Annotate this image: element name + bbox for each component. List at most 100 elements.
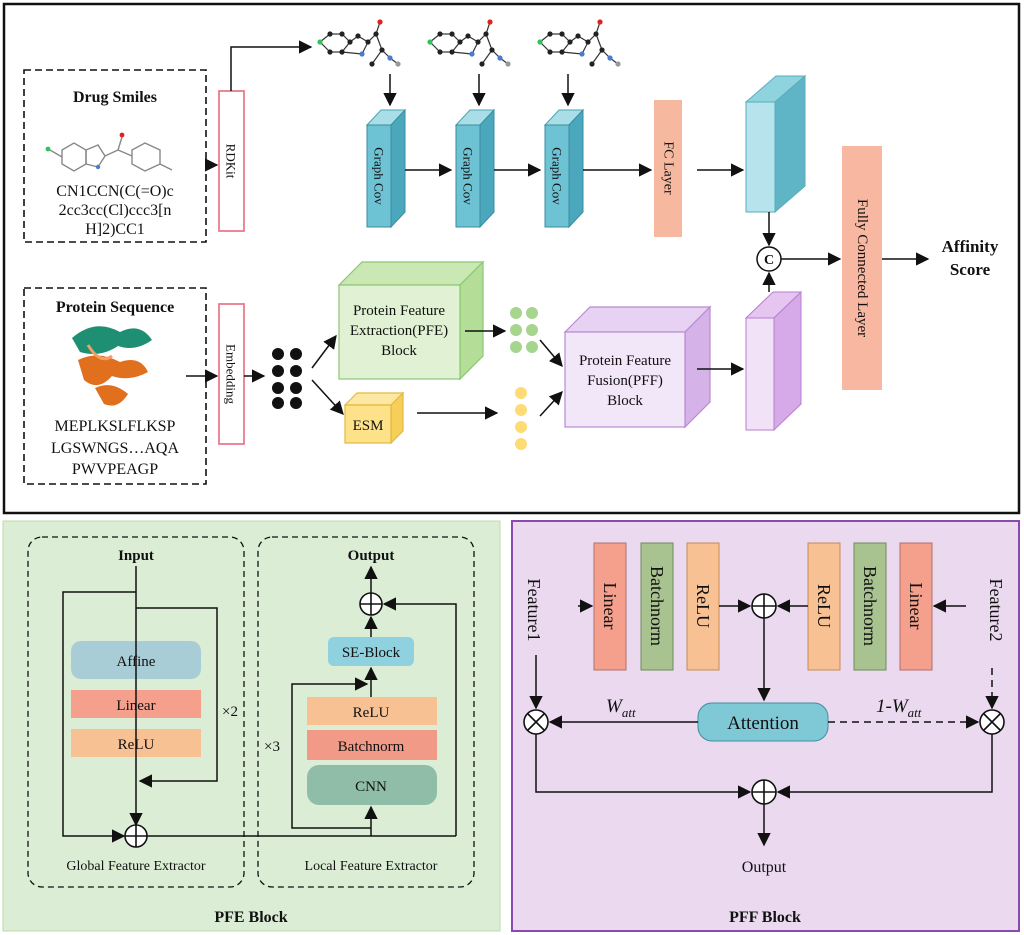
molecule-graph-icon-1 [317, 19, 401, 67]
drug-smiles-title: Drug Smiles [73, 89, 157, 106]
graph-cov-block-3: Graph Cov [543, 108, 585, 229]
fully-connected-label: Fully Connected Layer [854, 199, 870, 337]
batchnorm-local-label: Batchnorm [338, 739, 405, 755]
se-block [328, 637, 414, 666]
pff-left-linear: Linear [593, 542, 627, 671]
arrow-rdkit-to-graph [230, 40, 313, 91]
pfe-feature-dots [510, 307, 538, 353]
pfe-panel-caption: PFE Block [214, 909, 287, 926]
molecule-icon [49, 136, 173, 172]
pff-left-linear-label: Linear [600, 583, 620, 630]
affinity-label-2: Score [950, 260, 991, 279]
pfe-panel [2, 520, 501, 932]
graph-cov-block-1: Graph Cov [365, 108, 407, 229]
graph-cov-block-2: Graph Cov [454, 108, 496, 229]
fc-layer-label: FC Layer [661, 141, 676, 195]
pfe-block-line-1: Protein Feature [353, 303, 445, 319]
atom-node [437, 49, 443, 55]
concat-node: C [756, 246, 782, 272]
atom-node [589, 61, 595, 67]
atom-node [593, 31, 599, 37]
arrow-yellow-to-pff [539, 391, 563, 417]
global-extractor-frame [27, 536, 245, 888]
rdkit-block: RDKit [218, 90, 245, 232]
atom-node [479, 61, 485, 67]
cnn-block [307, 765, 437, 805]
atom-node [487, 19, 493, 25]
atom-node [355, 33, 361, 39]
pfe-output-label: Output [348, 548, 395, 564]
nitrogen-atom-icon [95, 164, 101, 170]
global-skip-arrow [62, 591, 136, 843]
pff-left-batchnorm: Batchnorm [640, 542, 674, 671]
atom-node [559, 49, 565, 55]
pfe-input-label: Input [118, 548, 154, 564]
atom-node [559, 31, 565, 37]
smiles-line-3: H]2)CC1 [85, 221, 145, 238]
pfe-block-line-2: Extraction(PFE) [350, 323, 448, 339]
protein-sequence-box: Protein Sequence MEPLKSLFLKSP LGSWNGS…AQ… [23, 287, 207, 485]
sequence-line-2: LGSWNGS…AQA [51, 440, 179, 457]
smiles-line-1: CN1CCN(C(=O)c [56, 183, 173, 200]
atom-node [339, 49, 345, 55]
atom-node [547, 49, 553, 55]
global-loop-arrow [136, 607, 218, 788]
atom-node [597, 19, 603, 25]
batchnorm-local-block [307, 730, 437, 760]
pff-block-line-2: Fusion(PFF) [587, 373, 663, 389]
pff-right-relu-label: ReLU [814, 584, 834, 628]
pff-output-label: Output [742, 859, 787, 876]
atom-node [537, 39, 543, 45]
sequence-line-3: PWVPEAGP [72, 461, 158, 478]
relu-local-block [307, 697, 437, 725]
embedding-token-grid [272, 348, 302, 409]
atom-node [327, 31, 333, 37]
top-frame [2, 2, 1021, 515]
atom-node [327, 49, 333, 55]
attention-label: Attention [727, 713, 799, 734]
feature1-label: Feature1 [524, 579, 544, 642]
protein-feature-vector [744, 290, 803, 432]
atom-node [483, 31, 489, 37]
drug-smiles-box: Drug Smiles CN1CCN(C(=O)c 2cc3cc(Cl)ccc3… [23, 69, 207, 243]
atom-node [347, 39, 353, 45]
pff-left-batchnorm-label: Batchnorm [647, 566, 667, 646]
atom-node [567, 39, 573, 45]
repeat-global-label: ×2 [222, 704, 238, 720]
graph-cov-label: Graph Cov [372, 147, 387, 205]
se-block-label: SE-Block [342, 645, 401, 661]
pff-block-line-3: Block [607, 393, 643, 409]
local-extractor-label: Local Feature Extractor [305, 859, 438, 874]
pff-block-3d: Protein Feature Fusion(PFF) Block [563, 305, 712, 429]
atom-node [369, 61, 375, 67]
atom-node [457, 39, 463, 45]
atom-node [339, 31, 345, 37]
atom-node [497, 55, 503, 61]
pff-block-line-1: Protein Feature [579, 353, 671, 369]
atom-node [449, 31, 455, 37]
local-skip-arrow [382, 597, 457, 836]
one-minus-w-att-label: 1-Watt [876, 696, 922, 720]
local-loop-arrow [291, 677, 371, 829]
atom-node [579, 51, 585, 57]
atom-node [427, 39, 433, 45]
cnn-label: CNN [355, 779, 387, 795]
fc-layer-block: FC Layer [654, 100, 682, 237]
pff-right-batchnorm-label: Batchnorm [860, 566, 880, 646]
pff-top-add-icon [751, 593, 777, 619]
atom-node [449, 49, 455, 55]
pff-right-multiply-icon [979, 709, 1005, 735]
arrow-right-multiply-to-add [776, 734, 993, 799]
atom-node [377, 19, 383, 25]
atom-node [317, 39, 323, 45]
chlorine-atom-icon [45, 146, 51, 152]
pff-left-relu: ReLU [686, 542, 720, 671]
atom-node [387, 55, 393, 61]
protein-sequence-title: Protein Sequence [56, 299, 174, 316]
pff-right-linear: Linear [899, 542, 933, 671]
esm-block: ESM [343, 391, 405, 445]
local-add-icon [359, 592, 383, 616]
fully-connected-layer: Fully Connected Layer [842, 146, 882, 390]
graph-cov-label: Graph Cov [461, 147, 476, 205]
